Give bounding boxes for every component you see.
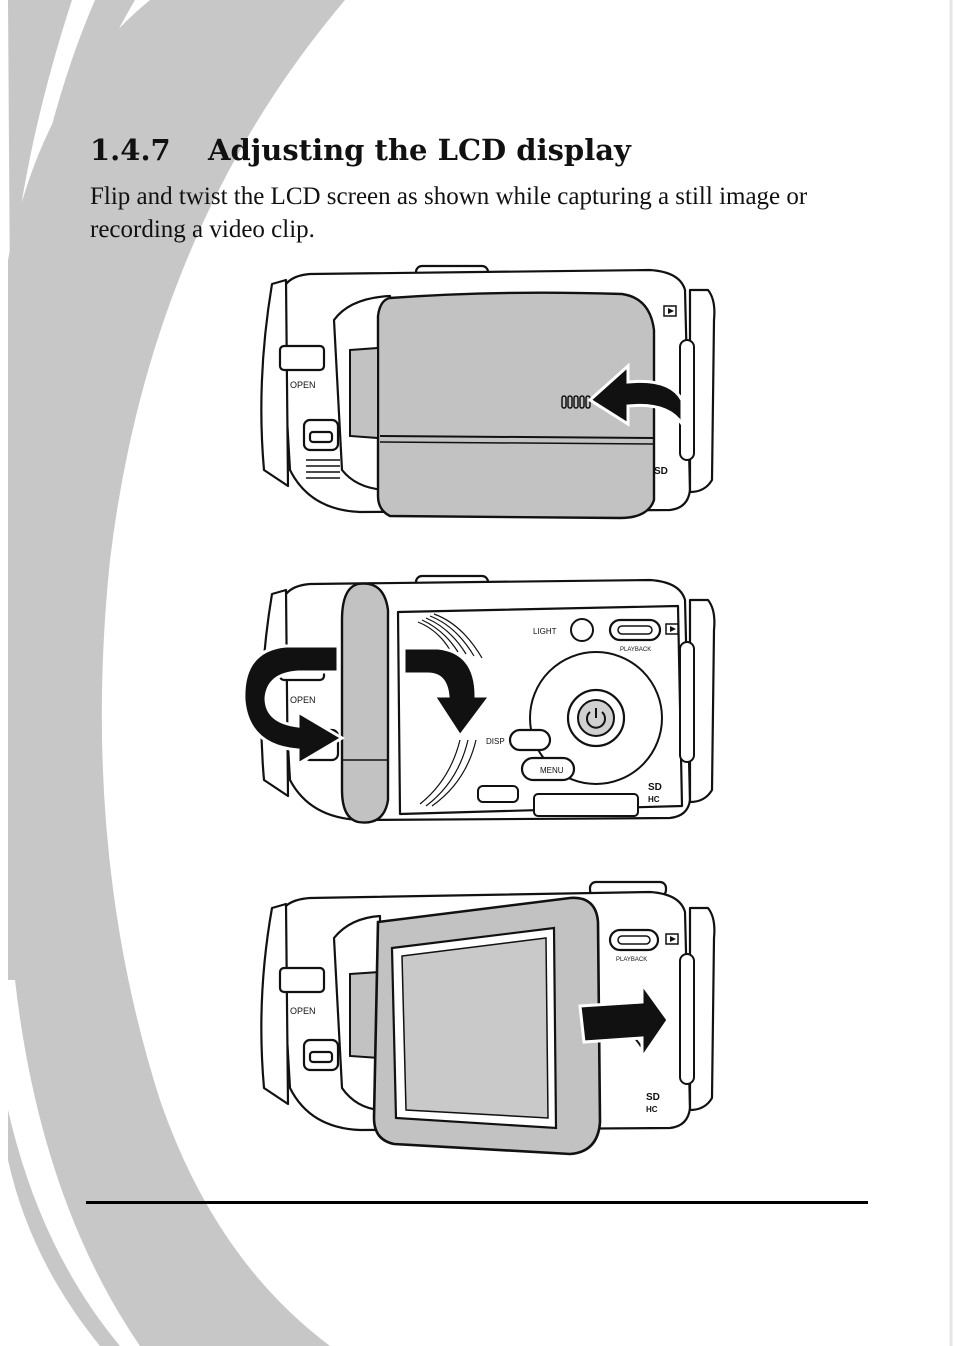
light-button bbox=[570, 618, 594, 642]
menu-label: MENU bbox=[540, 766, 564, 775]
open-label: OPEN bbox=[290, 380, 316, 390]
fold-back-arrow-icon bbox=[578, 979, 670, 1063]
sd-logo-text: SD bbox=[646, 1092, 660, 1103]
section-title: Adjusting the LCD display bbox=[208, 133, 631, 167]
light-label: LIGHT bbox=[533, 627, 557, 636]
figure-lcd-flip-open: OPEN SD bbox=[250, 260, 720, 525]
playback-label: PLAYBACK bbox=[620, 647, 651, 653]
menu-button bbox=[520, 756, 576, 782]
sd-logo-text: SD bbox=[648, 782, 662, 793]
lcd-panel-edge bbox=[340, 582, 390, 824]
flip-open-arrow-icon bbox=[587, 362, 684, 430]
rotate-right-arrow-icon bbox=[402, 646, 493, 739]
disp-label: DISP bbox=[486, 737, 505, 746]
footer-rule bbox=[86, 1201, 868, 1204]
open-label: OPEN bbox=[290, 1006, 316, 1016]
lcd-panel-closed bbox=[376, 291, 656, 520]
disp-button bbox=[508, 728, 552, 752]
sd-logo-text: SD bbox=[654, 466, 668, 477]
section-heading: 1.4.7 Adjusting the LCD display bbox=[90, 128, 631, 172]
hc-logo-text: HC bbox=[646, 1105, 658, 1114]
open-label: OPEN bbox=[290, 695, 316, 705]
figure-lcd-fold-back: OPEN PLAYBACK SD HC bbox=[250, 878, 720, 1163]
playback-label: PLAYBACK bbox=[616, 957, 647, 963]
hc-logo-text: HC bbox=[648, 795, 660, 804]
intro-paragraph: Flip and twist the LCD screen as shown w… bbox=[90, 183, 808, 243]
figure-lcd-rotate: OPEN LIGHT PLAYBACK DISP MENU SD HC bbox=[238, 570, 720, 835]
playback-button bbox=[608, 618, 662, 642]
section-number: 1.4.7 bbox=[90, 133, 171, 167]
rotate-left-arrow-icon bbox=[242, 644, 345, 767]
